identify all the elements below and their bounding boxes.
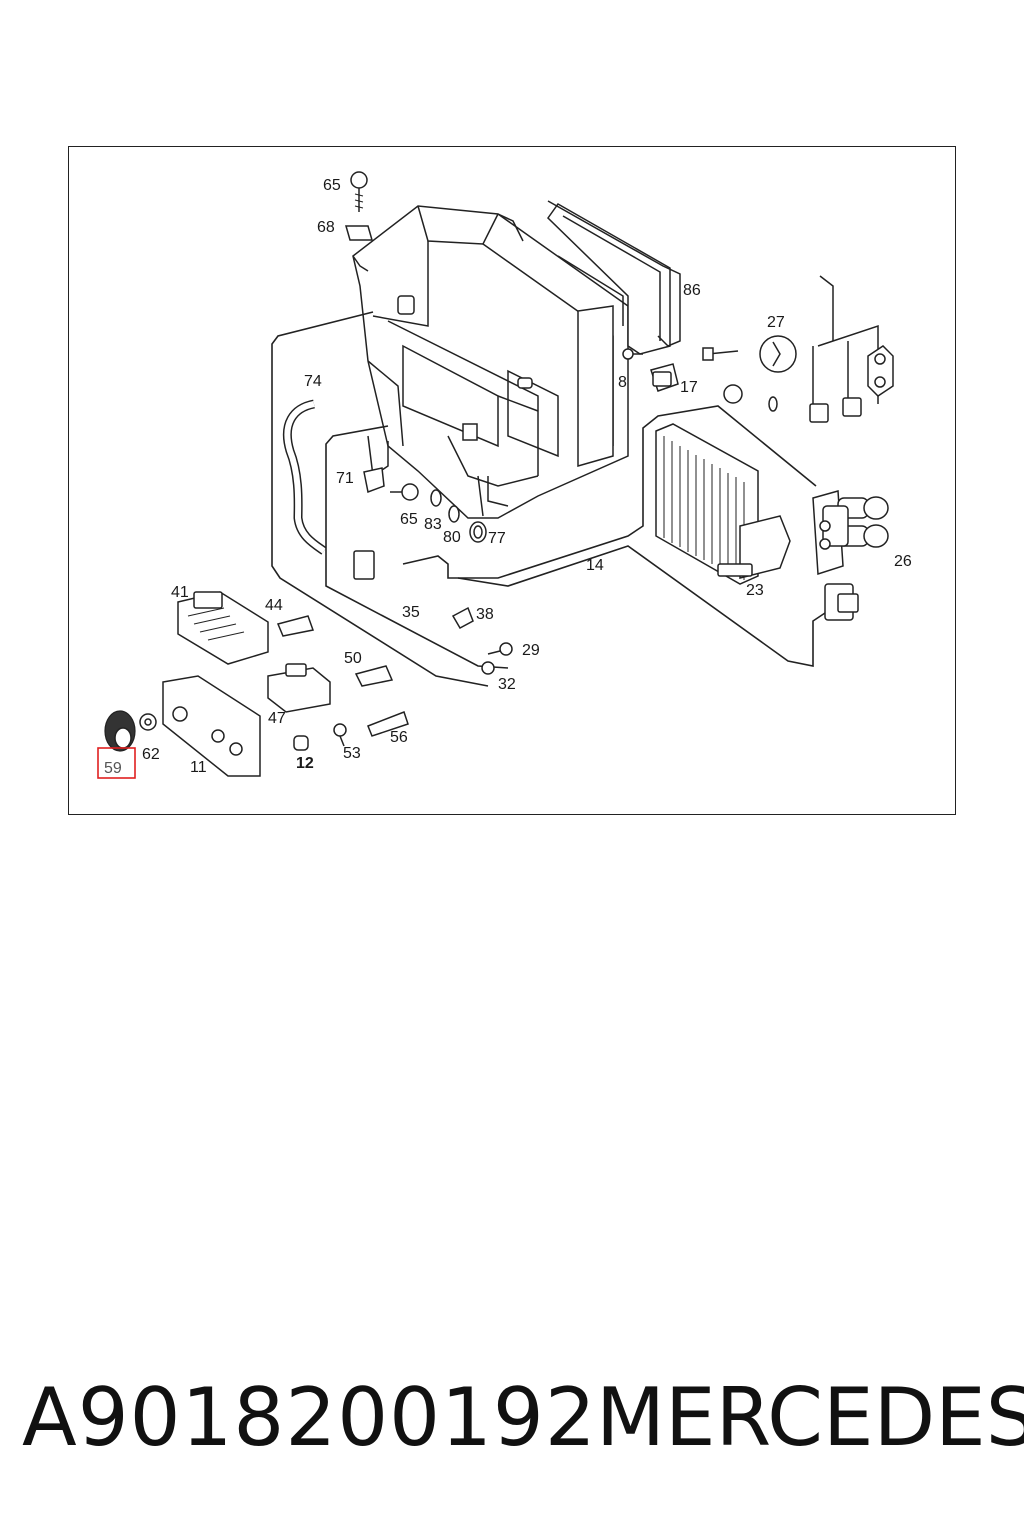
callout-65a: 65 [323, 177, 341, 194]
callout-71: 71 [336, 470, 354, 487]
callout-14: 14 [586, 557, 604, 574]
callout-29: 29 [522, 642, 540, 659]
drain-tube-74 [282, 399, 327, 555]
footer: A9018200192 MERCEDES [0, 1370, 1024, 1470]
callout-86: 86 [683, 282, 701, 299]
small-parts [104, 171, 672, 777]
callout-68: 68 [317, 219, 335, 236]
callout-56: 56 [390, 729, 408, 746]
callout-27: 27 [767, 314, 785, 331]
callout-12: 12 [296, 755, 314, 772]
callout-62: 62 [142, 746, 160, 763]
callout-11: 11 [190, 759, 207, 776]
callout-47: 47 [268, 710, 286, 727]
callout-26: 26 [894, 553, 912, 570]
callout-44: 44 [265, 597, 283, 614]
callout-41: 41 [171, 584, 189, 601]
diagram-frame [68, 146, 956, 815]
expansion-valve [812, 490, 889, 576]
callout-53: 53 [343, 745, 361, 762]
callout-77: 77 [488, 530, 506, 547]
callout-labels: 65 68 86 27 74 8 17 71 65 83 80 77 26 14… [97, 177, 912, 779]
callout-74: 74 [304, 373, 322, 390]
callout-80: 80 [443, 529, 461, 546]
callout-8: 8 [618, 374, 627, 391]
callout-32: 32 [498, 676, 516, 693]
callout-23: 23 [746, 582, 764, 599]
brand-name: MERCEDES [596, 1371, 1024, 1464]
seal-86 [547, 200, 681, 347]
callout-17: 17 [680, 379, 698, 396]
highlight-box-59 [97, 747, 136, 779]
blower-housing [352, 205, 629, 519]
callout-38: 38 [476, 606, 494, 623]
bracket-assembly-27 [650, 275, 894, 423]
evaporator [655, 423, 791, 585]
callout-50: 50 [344, 650, 362, 667]
parts-diagram: 65 68 86 27 74 8 17 71 65 83 80 77 26 14… [97, 171, 912, 779]
part-number: A9018200192 [22, 1371, 597, 1464]
callout-35: 35 [402, 604, 420, 621]
callout-83: 83 [424, 516, 442, 533]
callout-59: 59 [104, 760, 122, 777]
filter-frame [547, 203, 671, 355]
callout-65b: 65 [400, 511, 418, 528]
